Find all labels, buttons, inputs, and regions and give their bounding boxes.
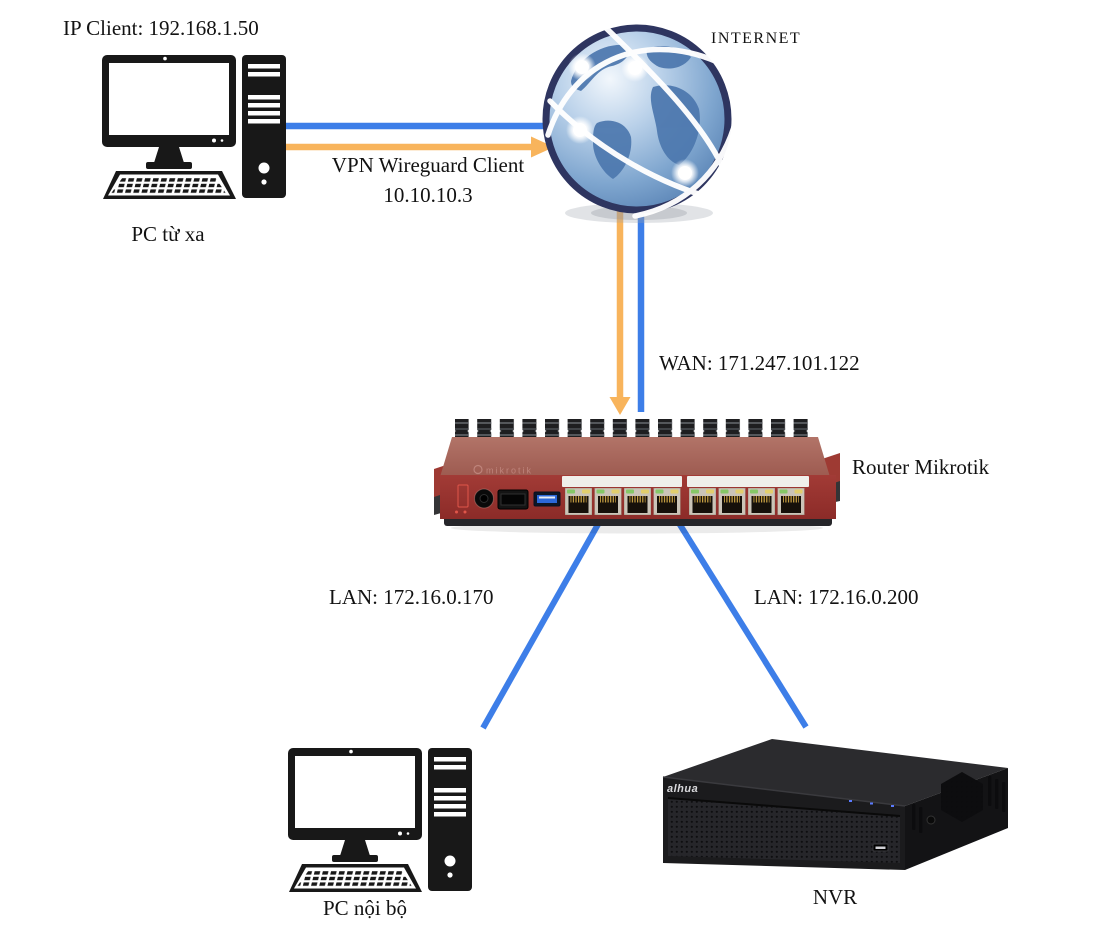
internet-globe-icon [542,24,737,223]
local-pc-label: PC nội bộ [322,896,408,920]
remote-pc-icon [102,55,286,199]
vpn-link-label-line2: 10.10.10.3 [383,183,473,207]
router-label: Router Mikrotik [852,455,990,479]
local-pc-icon [288,748,472,892]
nvr-status-leds [849,800,894,807]
router-heatsink-fins [455,419,816,437]
vpn-link-label-line1: VPN Wireguard Client [331,153,525,177]
lan-line-pc [480,510,608,730]
internet-label: INTERNET [711,30,802,47]
remote-pc-label: PC từ xa [131,222,205,246]
nvr-label: NVR [812,885,858,909]
vpn-link-label: VPN Wireguard Client 10.10.10.3 [293,150,563,210]
remote-pc-ip-caption: IP Client: 192.168.1.50 [63,16,259,40]
lan-line-nvr [669,510,809,729]
vpn-orange-arrowhead [531,136,554,158]
nvr-brand: alhua [667,783,698,795]
wan-label: WAN: 171.247.101.122 [659,351,860,375]
router-icon: mikrotik [434,419,840,534]
router-led-window [457,484,469,508]
globe-network-nodes [566,53,699,187]
lan-pc-label: LAN: 172.16.0.170 [329,585,494,609]
router-brand: mikrotik [473,464,533,476]
svg-text:mikrotik: mikrotik [486,466,533,476]
nvr-icon: alhua [662,739,1008,870]
wan-orange-arrowhead [609,397,631,415]
lan-nvr-label: LAN: 172.16.0.200 [754,585,919,609]
